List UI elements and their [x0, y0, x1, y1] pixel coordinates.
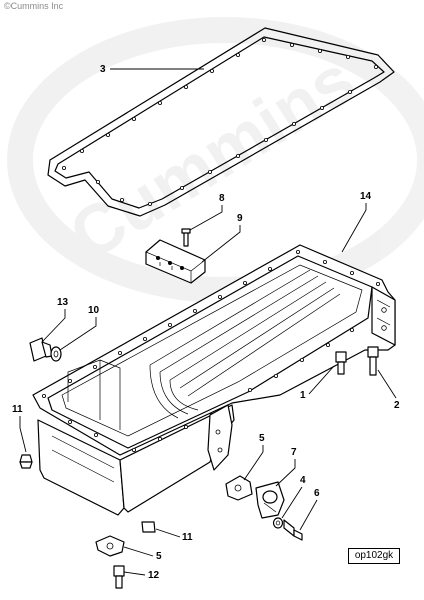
callout-5-lower: 5	[156, 551, 162, 562]
callout-5-upper: 5	[259, 433, 265, 444]
callout-10: 10	[88, 305, 100, 316]
callout-14: 14	[360, 191, 372, 202]
gasket-lower	[95, 535, 125, 557]
callout-1: 1	[300, 390, 306, 401]
callout-9: 9	[237, 213, 243, 224]
cummins-watermark: Cummins	[7, 17, 424, 303]
callout-6: 6	[314, 488, 320, 499]
oil-pan	[32, 244, 396, 516]
callouts: 3 8 9 14 13 10 1 2 11 5 7 4 6	[12, 64, 400, 581]
water-connection	[255, 481, 285, 519]
capscrew-2	[367, 346, 379, 376]
oil-pan-flange-holes	[42, 249, 380, 452]
drain-plug	[29, 337, 53, 362]
capscrew-1	[335, 351, 347, 375]
copyright-text: ©Cummins Inc	[4, 1, 64, 11]
oil-pan-gasket	[47, 27, 395, 217]
washer-4	[272, 517, 284, 529]
plug-left	[19, 454, 33, 469]
callout-2: 2	[394, 400, 400, 411]
callout-11-bottom: 11	[182, 532, 193, 543]
bracket	[145, 239, 206, 284]
callout-13: 13	[57, 297, 69, 308]
callout-11-left: 11	[12, 404, 23, 415]
callout-12: 12	[148, 570, 160, 581]
plug-bottom	[141, 521, 156, 533]
callout-7: 7	[291, 447, 297, 458]
callout-4: 4	[300, 475, 306, 486]
sealing-washer	[50, 346, 62, 362]
figure-id-label: op102gk	[348, 548, 400, 564]
capscrew-12	[113, 565, 125, 589]
bracket-capscrew	[181, 228, 191, 247]
watermark-text: Cummins	[56, 40, 368, 275]
capscrew-6	[283, 519, 303, 541]
callout-3: 3	[100, 64, 106, 75]
callout-8: 8	[219, 193, 225, 204]
gasket-bolt-holes	[62, 38, 378, 206]
connection-gasket	[225, 475, 253, 501]
